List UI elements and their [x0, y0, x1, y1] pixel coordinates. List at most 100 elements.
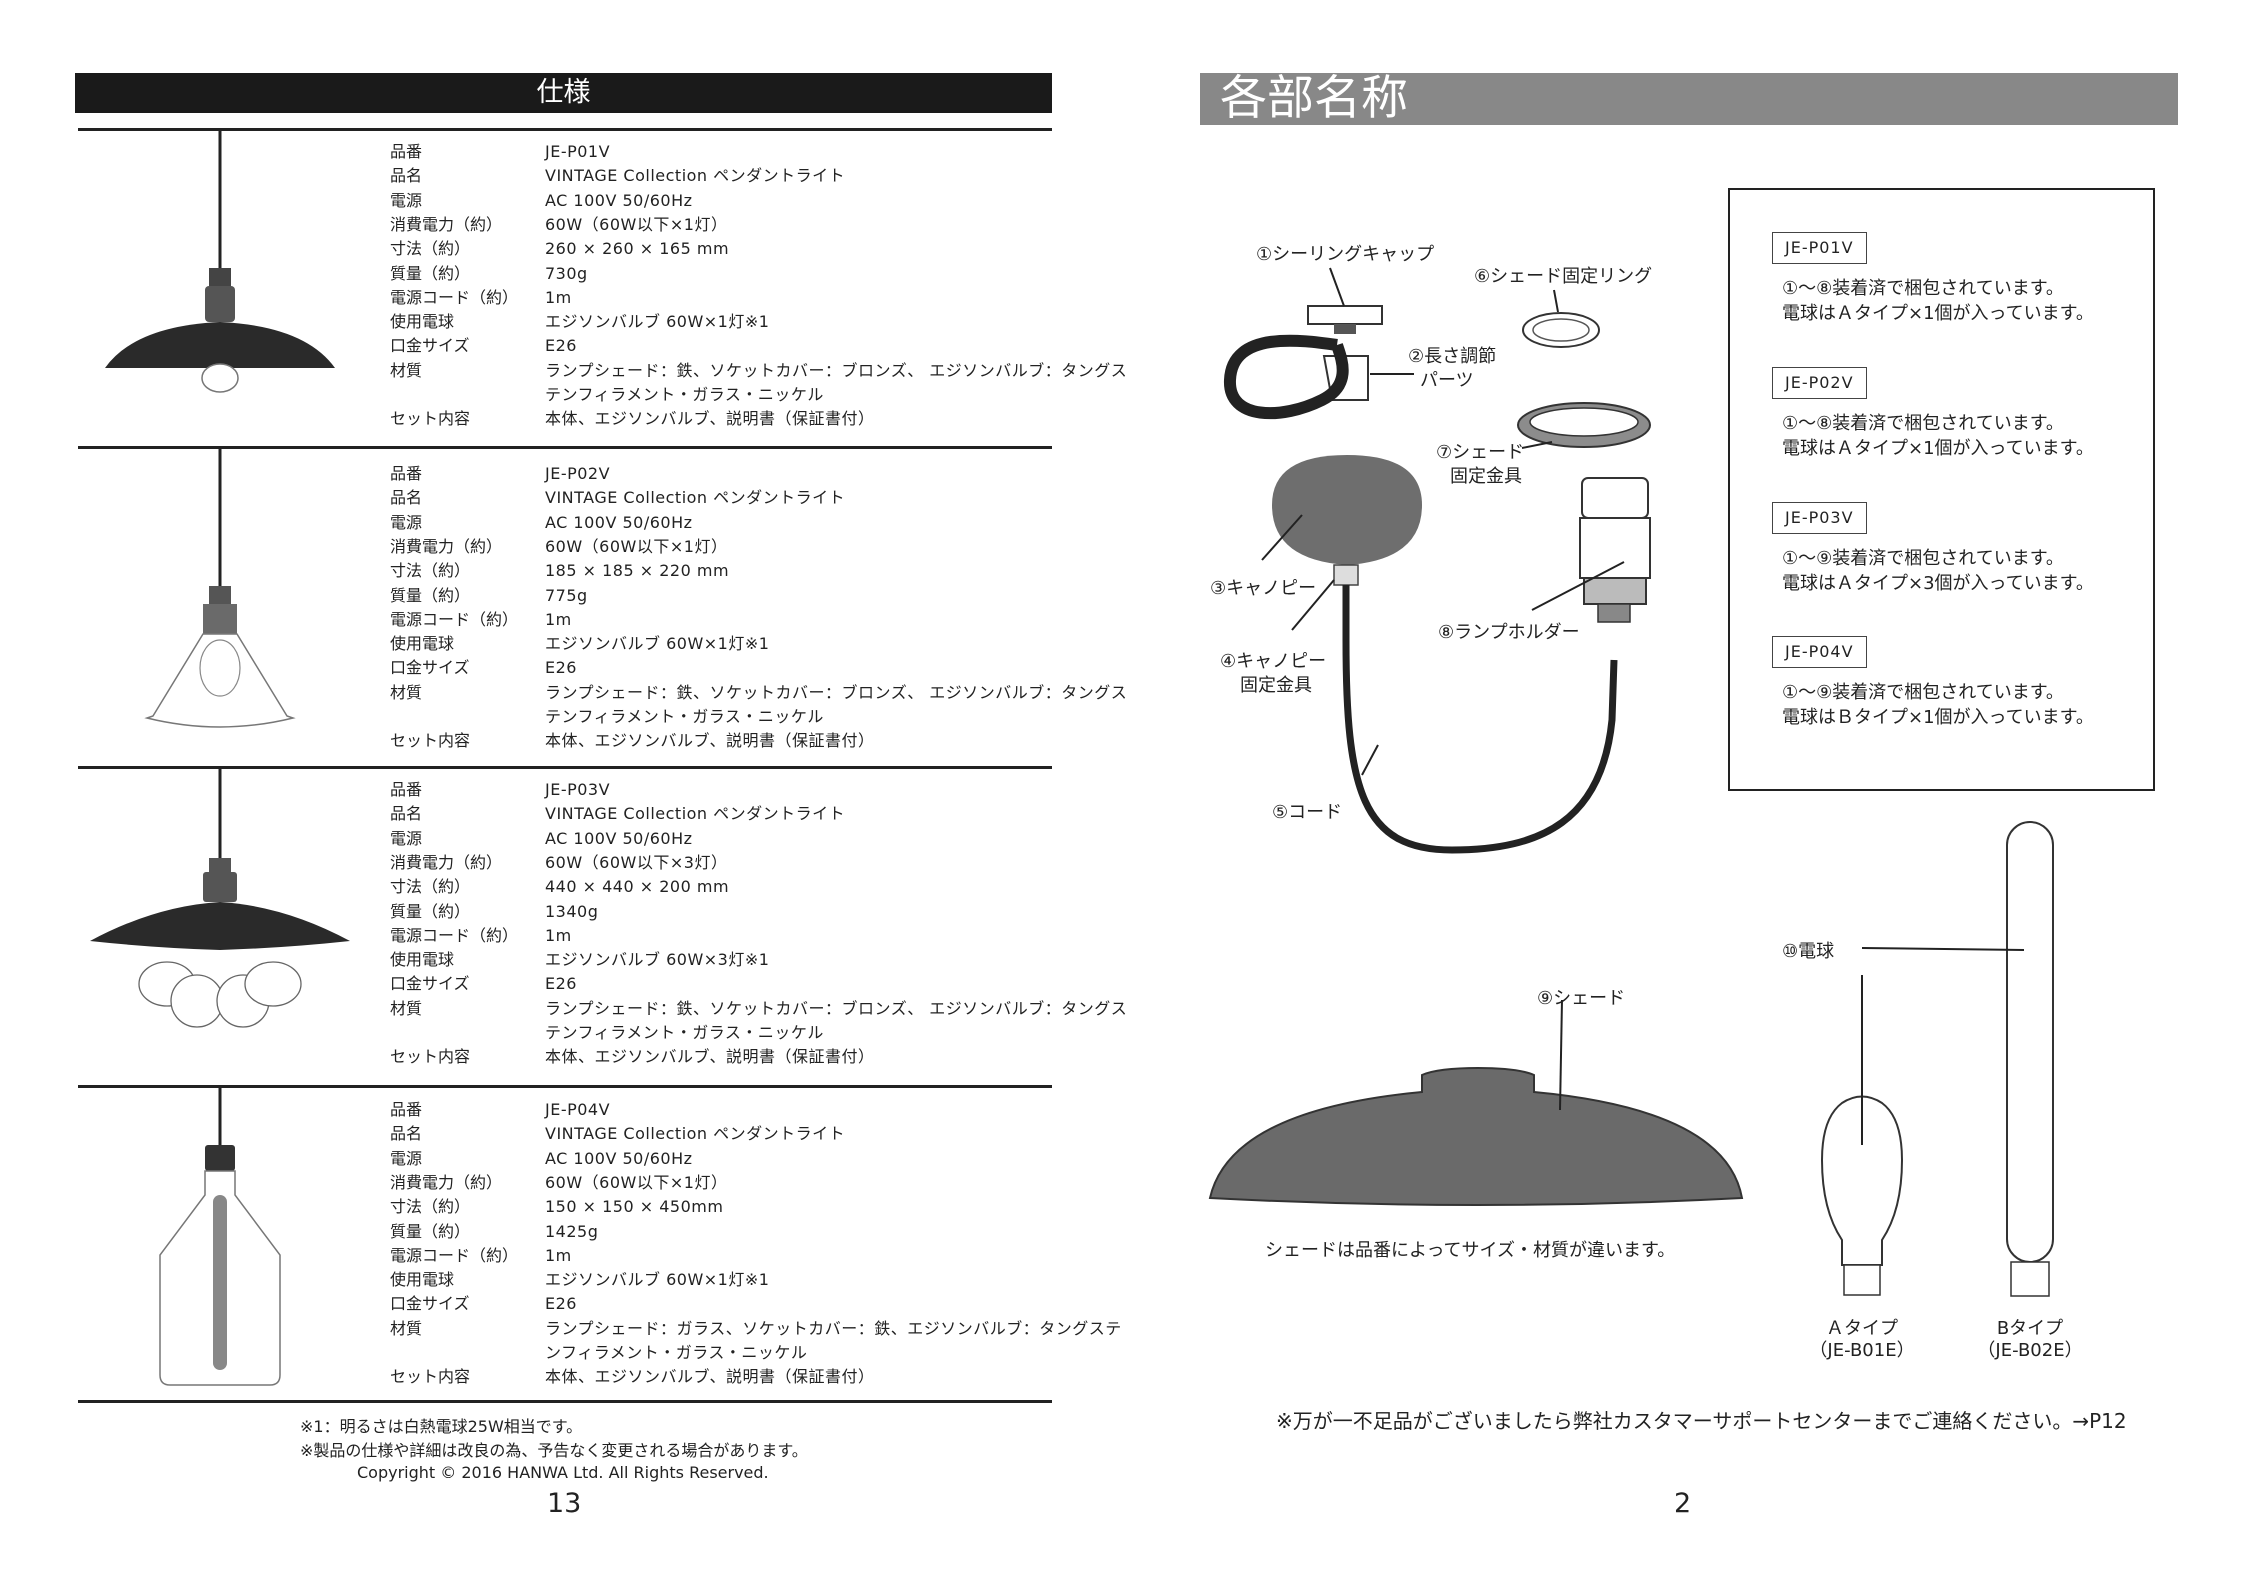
spec-value: 730g: [545, 263, 588, 283]
spec-key: 電源コード（約）: [390, 287, 519, 307]
spec-key: 寸法（約）: [390, 561, 471, 581]
page-number: 13: [547, 1488, 582, 1519]
spec-value: 60W（60W以下×1灯）: [545, 1172, 728, 1192]
spec-value: VINTAGE Collection ペンダントライト: [545, 1124, 846, 1144]
spec-value: 本体、エジソンバルブ、説明書（保証書付）: [545, 1047, 875, 1067]
part-label-shade-bracket-2: 固定金具: [1450, 466, 1522, 487]
spec-key: 材質: [390, 360, 423, 380]
spec-key: 寸法（約）: [390, 239, 471, 259]
spec-value: JE-P04V: [545, 1100, 611, 1119]
spec-key: 口金サイズ: [390, 1294, 470, 1314]
spec-value: 1m: [545, 609, 572, 629]
spec-key: 寸法（約）: [390, 877, 471, 897]
bulb-a-caption: Ａタイプ （JE-B01E）: [1772, 1318, 1952, 1362]
spec-key: 消費電力（約）: [390, 214, 503, 234]
spec-key: 電源: [390, 1148, 423, 1168]
shade-note: シェードは品番によってサイズ・材質が違います。: [1265, 1240, 1676, 1261]
model-tag: JE-P02V: [1772, 367, 1867, 399]
divider: [78, 128, 1052, 131]
footnotes: ※1：明るさは白熱電球25W相当です。 ※製品の仕様や詳細は改良の為、予告なく変…: [300, 1415, 808, 1463]
contents-line: ①～⑨装着済で梱包されています。: [1782, 682, 2064, 703]
bulb-b-name: Bタイプ: [1996, 1318, 2064, 1339]
spec-value: ランプシェード：鉄、ソケットカバー：ブロンズ、 エジソンバルブ：タングス: [545, 360, 1128, 380]
page-number: 2: [1674, 1488, 1692, 1519]
spec-value: 本体、エジソンバルブ、説明書（保証書付）: [545, 409, 875, 429]
part-label-canopy: ③キャノピー: [1210, 578, 1317, 599]
spec-key: 口金サイズ: [390, 336, 470, 356]
part-label-shade-bracket: ⑦シェード: [1436, 442, 1525, 463]
spec-key: 品名: [390, 1124, 423, 1144]
spec-value: 1m: [545, 1245, 572, 1265]
spec-value: ランプシェード：ガラス、ソケットカバー：鉄、エジソンバルブ：タングステ: [545, 1318, 1122, 1338]
spec-value: 本体、エジソンバルブ、説明書（保証書付）: [545, 731, 875, 751]
bulb-contents-line: 電球はＡタイプ×3個が入っています。: [1782, 573, 2094, 594]
bulb-b-code: （JE-B02E）: [1977, 1340, 2083, 1361]
spec-key: 電源: [390, 512, 423, 532]
spec-key: 使用電球: [390, 634, 455, 654]
spec-key: 材質: [390, 682, 423, 702]
spec-value: 1425g: [545, 1221, 599, 1241]
spec-value: E26: [545, 1294, 577, 1314]
spec-value: AC 100V 50/60Hz: [545, 828, 693, 848]
parts-page: 各部名称: [1122, 0, 2245, 1587]
spec-key: 電源コード（約）: [390, 1245, 519, 1265]
spec-value: 60W（60W以下×3灯）: [545, 852, 728, 872]
bulb-a-code: （JE-B01E）: [1809, 1340, 1915, 1361]
spec-key: 材質: [390, 1318, 423, 1338]
part-label-canopy-bracket: ④キャノピー: [1220, 651, 1327, 672]
spec-key: 電源コード（約）: [390, 925, 519, 945]
spec-key: 電源コード（約）: [390, 609, 519, 629]
spec-key: 品番: [390, 780, 423, 799]
copyright: Copyright © 2016 HANWA Ltd. All Rights R…: [357, 1463, 769, 1482]
spec-key: 消費電力（約）: [390, 1172, 503, 1192]
pendant-lamp-p02v-illustration: [144, 446, 296, 728]
spec-key: 品名: [390, 804, 423, 824]
footnote-spec-change: ※製品の仕様や詳細は改良の為、予告なく変更される場合があります。: [300, 1441, 808, 1460]
spec-value: 1m: [545, 925, 572, 945]
spec-key: 質量（約）: [390, 585, 471, 605]
contents-line: ①～⑧装着済で梱包されています。: [1782, 278, 2064, 299]
spec-key: 品番: [390, 142, 423, 161]
spec-key: セット内容: [390, 409, 471, 429]
spec-value: 60W（60W以下×1灯）: [545, 536, 728, 556]
spec-value: ンフィラメント・ガラス・ニッケル: [545, 1343, 808, 1362]
part-label-lamp-holder: ⑧ランプホルダー: [1438, 622, 1580, 643]
part-label-shade: ⑨シェード: [1537, 988, 1626, 1009]
spec-value: E26: [545, 658, 577, 678]
parts-header: 各部名称: [1200, 73, 2178, 125]
spec-key: 品名: [390, 488, 423, 508]
divider: [78, 1085, 1052, 1088]
divider: [78, 446, 1052, 449]
spec-header: 仕様: [75, 73, 1052, 113]
spec-key: 使用電球: [390, 312, 455, 332]
spec-key: 消費電力（約）: [390, 536, 503, 556]
bulb-b-caption: Bタイプ （JE-B02E）: [1940, 1318, 2120, 1362]
part-label-length-adjuster: ②長さ調節: [1408, 346, 1497, 367]
spec-value: 150 × 150 × 450mm: [545, 1197, 724, 1217]
spec-value: 260 × 260 × 165 mm: [545, 239, 730, 259]
spec-value: 185 × 185 × 220 mm: [545, 561, 730, 581]
spec-value: テンフィラメント・ガラス・ニッケル: [545, 385, 824, 404]
pendant-lamp-p04v-illustration: [159, 1085, 281, 1386]
spec-key: 品番: [390, 464, 423, 483]
spec-value: ランプシェード：鉄、ソケットカバー：ブロンズ、 エジソンバルブ：タングス: [545, 682, 1128, 702]
spec-value: エジソンバルブ 60W×1灯※1: [545, 634, 770, 654]
parts-diagram: [1208, 267, 2054, 1297]
spec-value: 1m: [545, 287, 572, 307]
spec-value: VINTAGE Collection ペンダントライト: [545, 166, 846, 186]
model-tag: JE-P04V: [1772, 636, 1867, 668]
spec-value: テンフィラメント・ガラス・ニッケル: [545, 707, 824, 726]
spec-key: 材質: [390, 998, 423, 1018]
contents-line: ①～⑨装着済で梱包されています。: [1782, 548, 2064, 569]
spec-key: セット内容: [390, 1367, 471, 1387]
spec-value: エジソンバルブ 60W×3灯※1: [545, 950, 770, 970]
spec-key: 質量（約）: [390, 263, 471, 283]
spec-value: 440 × 440 × 200 mm: [545, 877, 730, 897]
model-tag: JE-P03V: [1772, 502, 1867, 534]
spec-value: AC 100V 50/60Hz: [545, 1148, 693, 1168]
spec-value: E26: [545, 336, 577, 356]
spec-value: E26: [545, 974, 577, 994]
spec-value: 775g: [545, 585, 588, 605]
spec-value: テンフィラメント・ガラス・ニッケル: [545, 1023, 824, 1042]
